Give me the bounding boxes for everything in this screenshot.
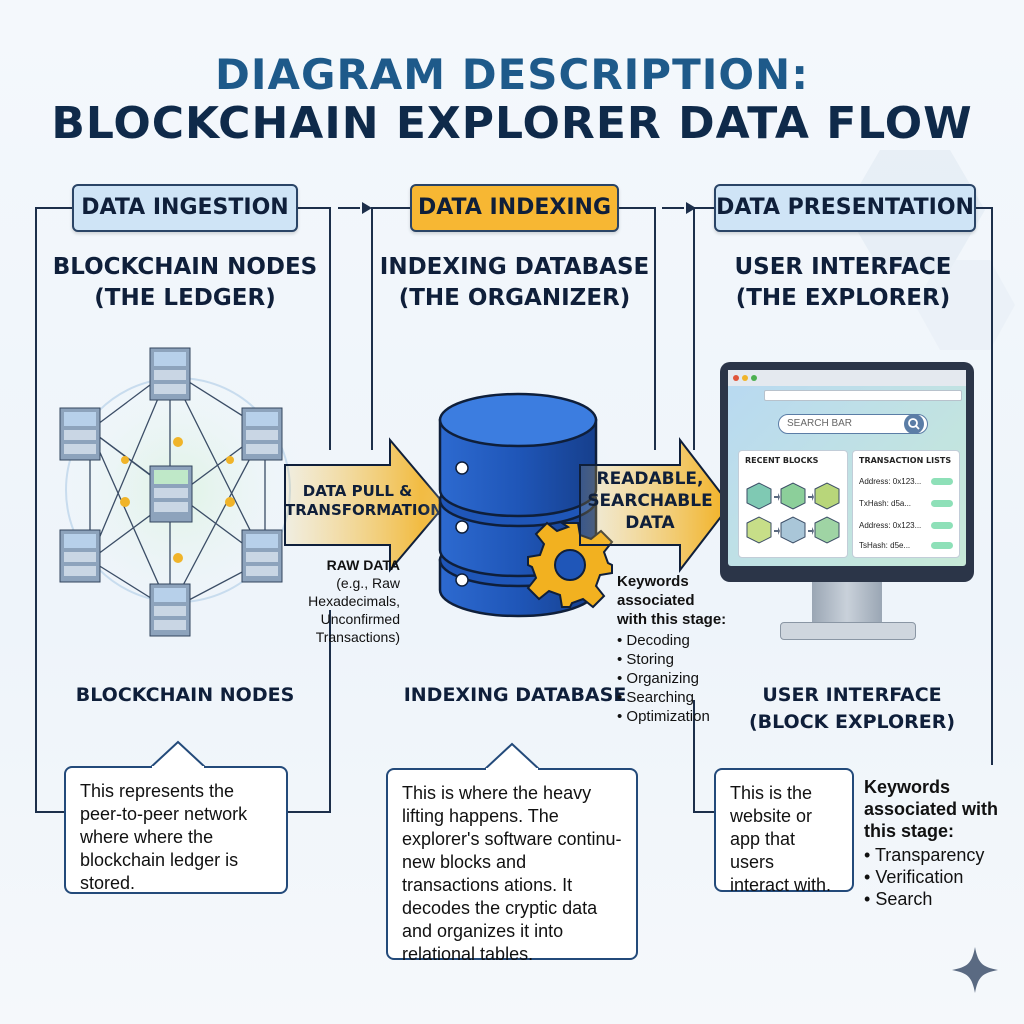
tx-row-text: TxHash: d5a... (859, 499, 912, 508)
flow-arrow-1 (284, 437, 447, 573)
window-max-dot (751, 375, 757, 381)
tx-status-pill (931, 522, 953, 529)
address-bar (764, 390, 962, 401)
flow1-label: DATA PULL & TRANSFORMATION (285, 482, 443, 520)
stage3-description-card: This is the website or app that users in… (714, 768, 854, 895)
tx-row[interactable]: TxHash: d5a... (859, 499, 955, 515)
server-node-icons (59, 347, 283, 637)
stage2-heading: INDEXING DATABASE (THE ORGANIZER) (372, 252, 657, 314)
stage-pill-ingestion: DATA INGESTION (72, 184, 298, 232)
recent-blocks-panel: RECENT BLOCKS (738, 450, 848, 558)
keyword-item: Verification (864, 866, 1014, 888)
flow2-label: READABLE, SEARCHABLE DATA (585, 468, 715, 534)
raw-data-title: RAW DATA (326, 557, 400, 573)
raw-data-line4: Transactions) (315, 629, 400, 645)
raw-data-line3: Unconfirmed (320, 611, 400, 627)
flow2-label-line2: SEARCHABLE (587, 491, 713, 511)
stage2-heading-line2: (THE ORGANIZER) (398, 285, 631, 311)
keyword-item: Decoding (617, 631, 727, 650)
stage3-heading-line1: USER INTERFACE (734, 254, 952, 280)
tx-status-pill (931, 478, 953, 485)
stage3-caption-line2: (BLOCK EXPLORER) (748, 711, 956, 733)
recent-blocks-title: RECENT BLOCKS (745, 456, 819, 465)
window-min-dot (742, 375, 748, 381)
monitor-base (780, 622, 916, 640)
flow2-label-line3: DATA (625, 513, 675, 533)
tx-row[interactable]: Address: 0x123... (859, 521, 955, 537)
stage2-heading-line1: INDEXING DATABASE (379, 254, 650, 280)
search-bar-placeholder: SEARCH BAR (787, 418, 853, 429)
raw-data-note: RAW DATA (e.g., Raw Hexadecimals, Unconf… (262, 556, 400, 646)
tx-row[interactable]: TsHash: d5e... (859, 541, 955, 555)
window-close-dot (733, 375, 739, 381)
stage3-keywords-title: Keywords associated with this stage: (864, 777, 999, 841)
monitor-stand (812, 582, 882, 624)
raw-data-line1: (e.g., Raw (336, 575, 400, 591)
sparkle-logo-icon (952, 947, 998, 993)
stage1-heading: BLOCKCHAIN NODES (THE LEDGER) (40, 252, 330, 314)
browser-window: SEARCH BAR RECENT BLOCKS TRANSACTION LIS… (728, 370, 966, 566)
stage3-heading-line2: (THE EXPLORER) (735, 285, 951, 311)
raw-data-line2: Hexadecimals, (308, 593, 400, 609)
tx-row-text: Address: 0x123... (859, 477, 922, 486)
keyword-item: Storing (617, 650, 727, 669)
block-cube-icons (746, 482, 840, 544)
stage2-keywords-title: Keywords associated with this stage: (617, 573, 727, 628)
title-line-1: DIAGRAM DESCRIPTION: (214, 50, 810, 99)
keyword-item: Optimization (617, 707, 727, 726)
stage2-keyword-list: Decoding Storing Organizing Searching Op… (617, 631, 727, 726)
tx-row[interactable]: Address: 0x123... (859, 477, 955, 493)
tx-status-pill (931, 500, 953, 507)
stage1-heading-line2: (THE LEDGER) (94, 285, 276, 311)
tx-row-text: Address: 0x123... (859, 521, 922, 530)
tx-row-text: TsHash: d5e... (859, 541, 911, 550)
stage1-caption: BLOCKCHAIN NODES (75, 684, 295, 706)
transaction-lists-title: TRANSACTION LISTS (859, 456, 952, 465)
stage3-caption: USER INTERFACE (BLOCK EXPLORER) (732, 682, 972, 736)
stage2-keywords: Keywords associated with this stage: Dec… (617, 572, 727, 726)
keyword-item: Organizing (617, 669, 727, 688)
stage-pill-presentation: DATA PRESENTATION (714, 184, 976, 232)
blockchain-network-icon (48, 347, 308, 637)
stage2-caption: INDEXING DATABASE (403, 684, 627, 706)
stage3-keyword-list: Transparency Verification Search (864, 844, 1014, 910)
title-line-2: BLOCKCHAIN EXPLORER DATA FLOW (51, 98, 973, 149)
search-icon[interactable] (904, 414, 924, 434)
monitor-icon: SEARCH BAR RECENT BLOCKS TRANSACTION LIS… (720, 362, 974, 582)
keyword-item: Transparency (864, 844, 1014, 866)
browser-toolbar (728, 370, 966, 386)
keyword-item: Searching (617, 688, 727, 707)
stage1-heading-line1: BLOCKCHAIN NODES (52, 254, 318, 280)
flow1-label-line1: DATA PULL & (302, 482, 413, 500)
stage3-keywords: Keywords associated with this stage: Tra… (864, 776, 1014, 910)
stage-pill-indexing: DATA INDEXING (410, 184, 619, 232)
search-bar[interactable]: SEARCH BAR (778, 414, 928, 434)
stage3-heading: USER INTERFACE (THE EXPLORER) (694, 252, 992, 314)
stage2-description-card: This is where the heavy lifting happens.… (386, 768, 638, 964)
transaction-lists-panel: TRANSACTION LISTS Address: 0x123... TxHa… (852, 450, 960, 558)
keyword-item: Search (864, 888, 1014, 910)
stage3-caption-line1: USER INTERFACE (762, 684, 942, 706)
stage1-description-card: This represents the peer-to-peer network… (64, 766, 288, 894)
flow1-label-line2: TRANSFORMATION (285, 501, 443, 519)
flow-arrow-2 (579, 437, 732, 573)
tx-status-pill (931, 542, 953, 549)
flow2-label-line1: READABLE, (596, 469, 704, 489)
